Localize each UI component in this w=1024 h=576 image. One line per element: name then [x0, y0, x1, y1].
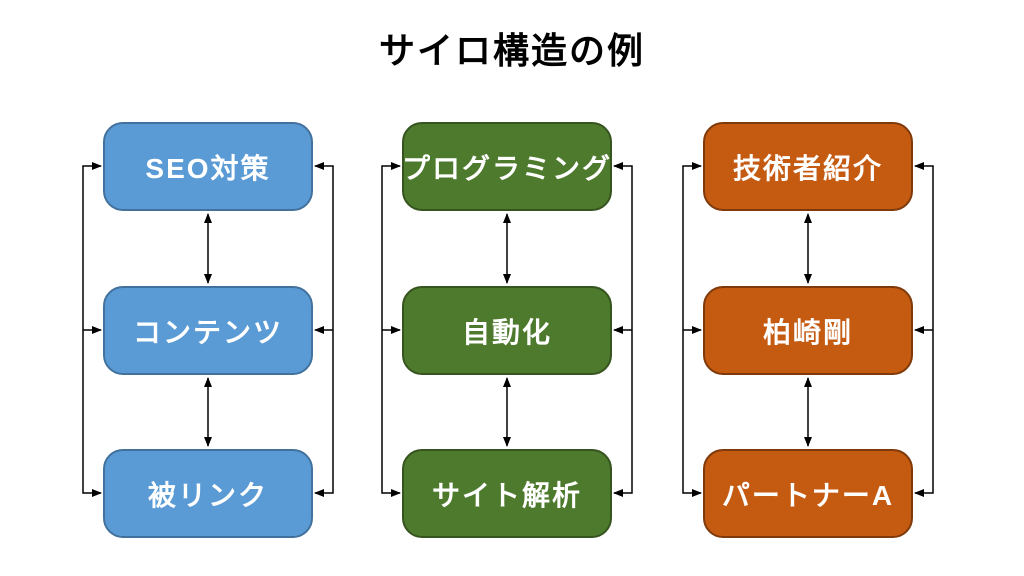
- box-backlink: 被リンク: [103, 449, 313, 538]
- box-programming: プログラミング: [402, 122, 612, 211]
- box-site-analysis: サイト解析: [402, 449, 612, 538]
- box-engineer-intro: 技術者紹介: [703, 122, 913, 211]
- box-partner-a: パートナーA: [703, 449, 913, 538]
- diagram-title: サイロ構造の例: [378, 30, 645, 71]
- box-seo: SEO対策: [103, 122, 313, 211]
- box-automation: 自動化: [402, 286, 612, 375]
- box-content: コンテンツ: [103, 286, 313, 375]
- box-kashiwazaki: 柏崎剛: [703, 286, 913, 375]
